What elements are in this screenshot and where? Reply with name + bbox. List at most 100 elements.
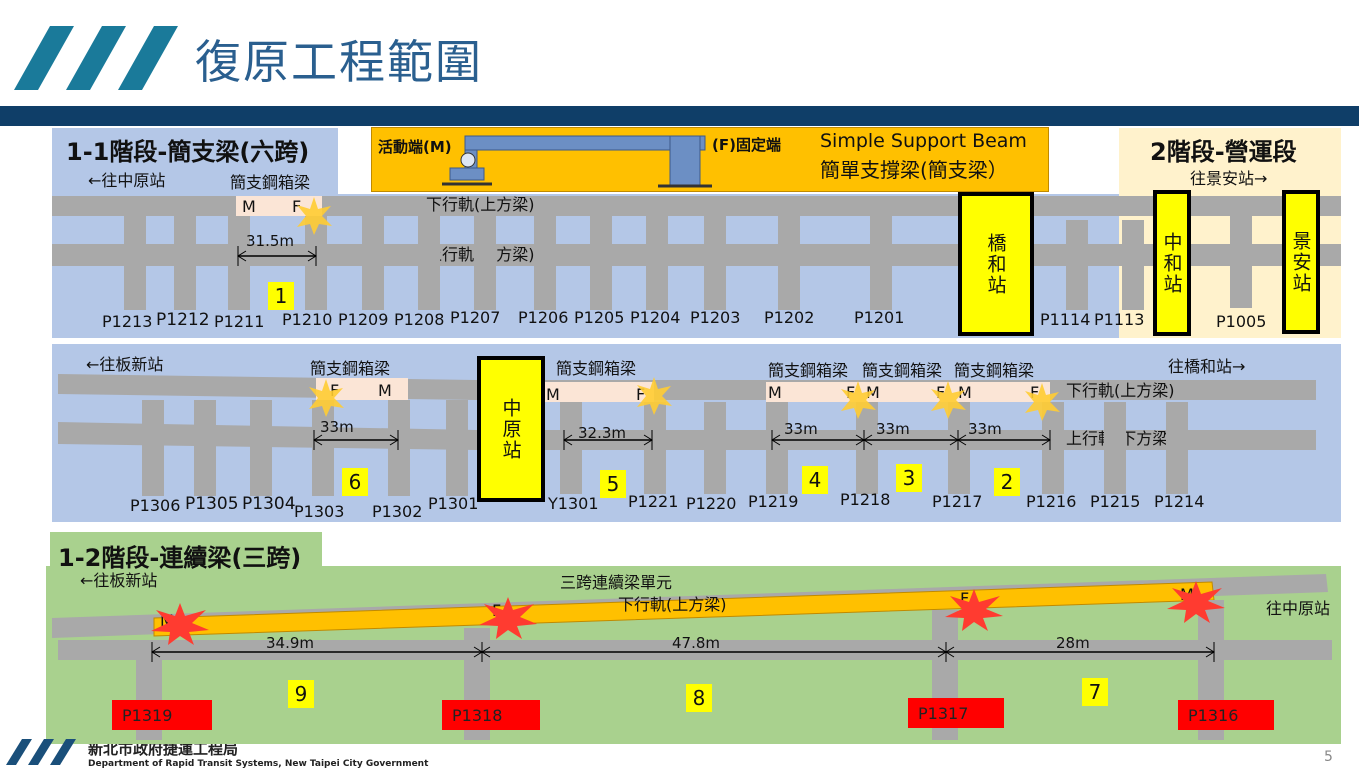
pier-label: P1306 [130, 496, 181, 515]
pier [704, 216, 726, 310]
pier-label: P1203 [690, 308, 741, 327]
pier [228, 216, 250, 310]
middle-direction-left: ←往板新站 [86, 355, 164, 374]
pier-label: P1303 [294, 502, 345, 521]
pier [1042, 402, 1064, 494]
middle-direction-right: 往橋和站→ [1168, 357, 1246, 376]
middle-m: M [768, 383, 782, 402]
damage-marker-icon [151, 603, 209, 645]
middle-span-label: 33m [784, 420, 818, 438]
pier [856, 402, 878, 494]
footer-logo-icon [6, 739, 76, 765]
middle-section-number: 4 [802, 466, 828, 494]
pier [778, 216, 800, 310]
bottom-span-label: 34.9m [266, 634, 315, 652]
pier-label: P1205 [574, 308, 625, 327]
pier-label: P1220 [686, 494, 737, 513]
legend-zh: 簡單支撐梁(簡支梁） [820, 158, 1008, 182]
bottom-unit-label: 三跨連續梁單元 [560, 573, 673, 592]
pier [124, 216, 146, 310]
middle-box-girder-label: 簡支鋼箱梁 [954, 361, 1035, 380]
pier-label: P1216 [1026, 492, 1077, 511]
pier-label: P1217 [932, 492, 983, 511]
pier-label-p1316: P1316 [1178, 700, 1274, 730]
pier-label: P1113 [1094, 310, 1145, 329]
middle-box-girder-label: 簡支鋼箱梁 [556, 359, 637, 378]
middle-section-number: 6 [342, 468, 368, 496]
top-m: M [242, 197, 256, 216]
pier [644, 402, 666, 494]
legend-moving-end: 活動端(M) [378, 138, 452, 156]
bottom-span-label: 28m [1056, 634, 1090, 652]
pier [1230, 200, 1252, 308]
pier [446, 400, 468, 496]
pier-label: P1219 [748, 492, 799, 511]
middle-box-girder-label: 簡支鋼箱梁 [862, 361, 943, 380]
top-section-number: 1 [268, 282, 294, 310]
pier [646, 216, 668, 310]
bottom-section-number: 9 [288, 680, 314, 708]
footer-org-en: Department of Rapid Transit Systems, New… [88, 759, 429, 769]
page-number: 5 [1324, 749, 1333, 765]
pier-label: P1207 [450, 308, 501, 327]
simple-beam-icon [442, 135, 712, 188]
bottom-direction-right: 往中原站 [1266, 599, 1331, 618]
pier [194, 400, 216, 496]
pier [590, 216, 612, 310]
pier [250, 400, 272, 496]
pier-label-p1319: P1319 [112, 700, 212, 730]
middle-span-label: 33m [876, 420, 910, 438]
footer-org-zh: 新北市政府捷運工程局 [88, 744, 239, 756]
pier-label: P1209 [338, 310, 389, 329]
middle-section-number: 3 [896, 464, 922, 492]
middle-span-dimension [563, 430, 653, 450]
pier-label-p1317: P1317 [908, 698, 1004, 728]
pier [1166, 402, 1188, 494]
pier [560, 402, 582, 494]
pier-label: P1202 [764, 308, 815, 327]
top-span-dimension [237, 246, 317, 266]
pier-label: P1210 [282, 310, 333, 329]
pier-label: P1213 [102, 312, 153, 331]
top-box-girder [236, 196, 322, 216]
pier [1066, 220, 1088, 310]
middle-box-girder-label: 簡支鋼箱梁 [310, 359, 391, 378]
pier-label: P1215 [1090, 492, 1141, 511]
pier-label: P1005 [1216, 312, 1267, 331]
middle-box-girder [766, 382, 1050, 402]
pier [1104, 402, 1126, 494]
page-title: 復原工程範圍 [195, 35, 483, 89]
pier-label-p1318: P1318 [442, 700, 540, 730]
legend-fixed-end: (F)固定端 [712, 136, 781, 154]
pier [142, 400, 164, 496]
station-qiaohe: 橋和站 [958, 192, 1034, 336]
middle-m: M [546, 385, 560, 404]
pier [766, 402, 788, 494]
stage1-title: 1-1階段-簡支梁(六跨) [66, 138, 310, 166]
pier-label: P1301 [428, 494, 479, 513]
pier-label: P1206 [518, 308, 569, 327]
stage2-title: 2階段-營運段 [1150, 138, 1297, 166]
pier [474, 216, 496, 310]
top-down-track-label: 下行軌(上方梁) [426, 195, 535, 214]
middle-span-label: 33m [320, 418, 354, 436]
middle-section-number: 5 [600, 470, 626, 498]
title-banner [0, 106, 1359, 126]
pier [174, 216, 196, 310]
bottom-span-label: 47.8m [672, 634, 721, 652]
pier-label: P1201 [854, 308, 905, 327]
bottom-continuous-beam [52, 574, 1332, 660]
bottom-f: F [960, 589, 970, 608]
fixed-end-marker-icon [637, 377, 672, 415]
pier-label: P1211 [214, 312, 265, 331]
station-zhongyuan: 中原站 [477, 356, 545, 502]
middle-section-number: 2 [994, 468, 1020, 496]
logo-stripes-icon [14, 26, 178, 90]
middle-down-track-label: 下行軌(上方梁) [1066, 381, 1175, 400]
middle-f: F [636, 385, 646, 404]
middle-f: F [1030, 383, 1040, 402]
pier-label: P1221 [628, 492, 679, 511]
fixed-end-marker-icon [841, 381, 876, 419]
fixed-end-marker-icon [297, 197, 332, 235]
bottom-section-number: 7 [1082, 678, 1108, 706]
